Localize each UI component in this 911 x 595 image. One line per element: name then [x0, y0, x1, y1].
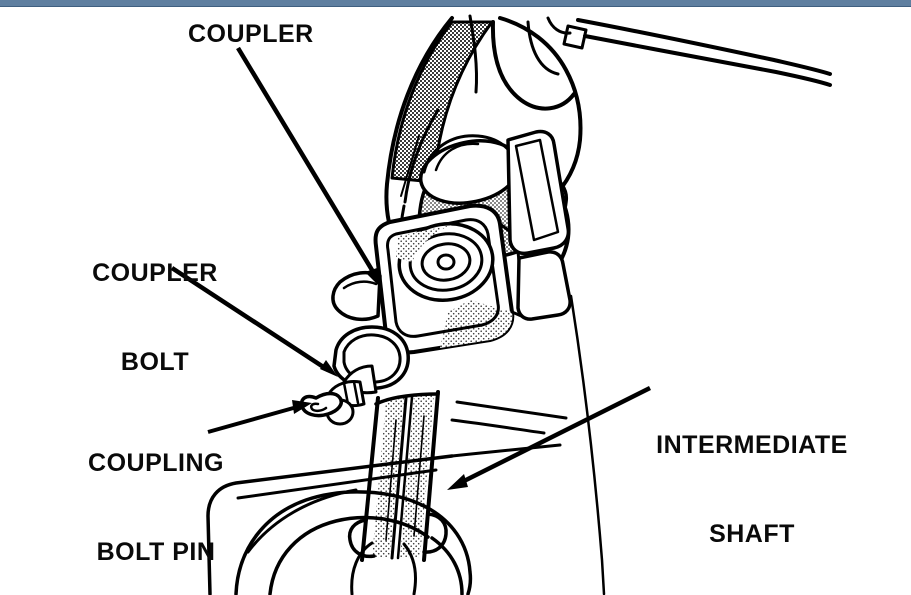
- harness-rod: [562, 18, 832, 87]
- label-intermediate-shaft-line2: SHAFT: [709, 519, 795, 548]
- floor-boot: [234, 490, 473, 595]
- intermediate-shaft-leader: [447, 385, 652, 490]
- clamp-ear-right: [506, 129, 572, 321]
- label-intermediate-shaft: INTERMEDIATE SHAFT: [652, 372, 852, 595]
- label-coupler-bolt: COUPLER BOLT: [75, 200, 235, 436]
- coupler-leader: [236, 46, 383, 290]
- coupler-bolt-leader: [170, 266, 338, 377]
- leader-lines: [170, 46, 652, 490]
- label-intermediate-shaft-line1: INTERMEDIATE: [656, 431, 848, 459]
- label-coupling-bolt-pin: COUPLING BOLT PIN: [74, 390, 238, 595]
- dash-panel: [206, 443, 562, 595]
- coupling-bolt-pin-leader: [207, 400, 312, 434]
- label-coupler: COUPLER: [188, 20, 314, 48]
- coupler-bolt-head: [325, 325, 410, 426]
- coupling-bolt-pin: [299, 391, 343, 418]
- upper-bearing-cup: [418, 134, 522, 205]
- rear-panel-edge: [569, 294, 606, 595]
- label-coupling-bolt-pin-line1: COUPLING: [88, 449, 224, 477]
- left-boss: [331, 270, 382, 322]
- trim-edges: [450, 400, 568, 435]
- illustration-linework: [206, 14, 832, 595]
- lower-panel-curve: [246, 488, 358, 554]
- label-coupling-bolt-pin-line2: BOLT PIN: [96, 537, 216, 566]
- label-coupler-bolt-line2: BOLT: [120, 347, 190, 376]
- top-accent-bar: [0, 0, 911, 7]
- coupler-yoke-block: [373, 203, 528, 355]
- label-coupler-bolt-line1: COUPLER: [92, 259, 218, 287]
